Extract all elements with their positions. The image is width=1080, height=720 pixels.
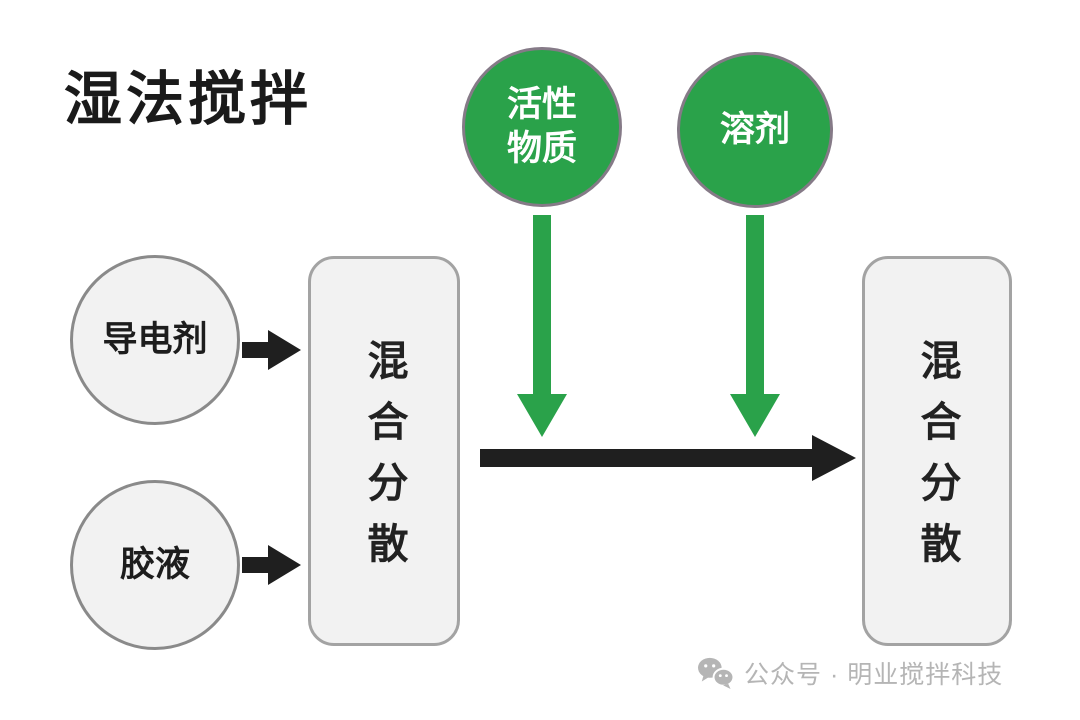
arrow-conductive-to-box — [242, 330, 301, 370]
node-solvent: 溶剂 — [677, 52, 833, 208]
arrow-left-box-to-right-box — [480, 435, 856, 481]
node-glue-label: 胶液 — [119, 545, 190, 585]
footer-watermark: 公众号 · 明业搅拌科技 — [696, 655, 1003, 691]
arrow-active-material-down — [517, 215, 567, 437]
arrow-solvent-down — [730, 215, 780, 437]
box-mixing-dispersion-left: 混合分散 — [308, 256, 460, 646]
footer-text: 公众号 · 明业搅拌科技 — [744, 661, 1004, 689]
node-active-material-label: 活性物质 — [506, 85, 577, 168]
node-glue: 胶液 — [70, 480, 240, 650]
node-solvent-label: 溶剂 — [719, 110, 790, 150]
box-mixing-dispersion-right-label: 混合分散 — [914, 339, 960, 583]
node-conductive-agent-label: 导电剂 — [102, 320, 208, 360]
node-conductive-agent: 导电剂 — [70, 255, 240, 425]
box-mixing-dispersion-right: 混合分散 — [862, 256, 1012, 646]
node-active-material: 活性物质 — [462, 47, 622, 207]
diagram-title: 湿法搅拌 — [64, 67, 313, 132]
arrow-glue-to-box — [242, 545, 301, 585]
box-mixing-dispersion-left-label: 混合分散 — [361, 339, 407, 583]
wechat-icon — [698, 657, 734, 690]
